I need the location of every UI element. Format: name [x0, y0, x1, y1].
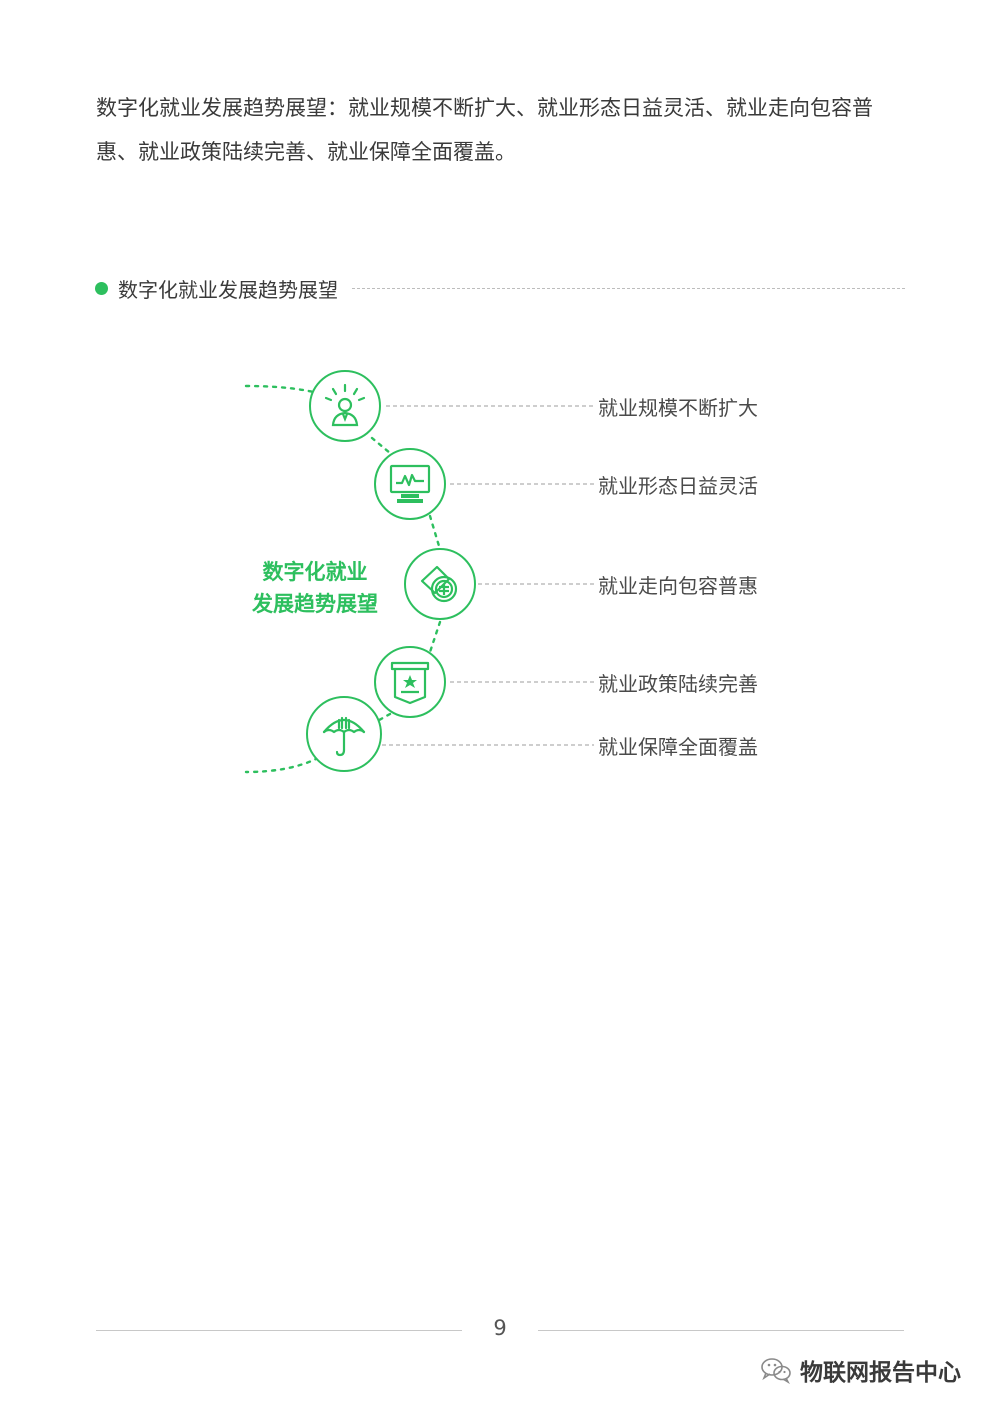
diagram-connectors [244, 384, 594, 774]
item-label-5: 就业保障全面覆盖 [598, 735, 758, 759]
money-coin-icon [404, 548, 476, 620]
monitor-chart-icon [374, 448, 446, 520]
section-title: 数字化就业发展趋势展望 [118, 277, 338, 302]
diagram-center-title: 数字化就业 发展趋势展望 [232, 556, 398, 620]
policy-board-star-icon [374, 646, 446, 718]
page-number: 9 [493, 1316, 507, 1340]
wechat-icon [761, 1358, 791, 1384]
bullet-dot-icon [95, 281, 108, 295]
item-label-4: 就业政策陆续完善 [598, 672, 758, 696]
watermark-text: 物联网报告中心 [800, 1360, 961, 1386]
section-header: 数字化就业发展趋势展望 [95, 268, 905, 308]
center-title-line-2: 发展趋势展望 [252, 592, 378, 616]
footer-divider-right [538, 1330, 904, 1331]
item-label-3: 就业走向包容普惠 [598, 574, 758, 598]
footer-divider-left [96, 1330, 462, 1331]
intro-paragraph: 数字化就业发展趋势展望：就业规模不断扩大、就业形态日益灵活、就业走向包容普惠、就… [96, 96, 873, 164]
item-label-2: 就业形态日益灵活 [598, 474, 758, 498]
item-label-1: 就业规模不断扩大 [598, 396, 758, 420]
person-spotlight-icon [309, 370, 381, 442]
umbrella-icon [306, 696, 382, 772]
section-dashed-divider [352, 287, 905, 289]
center-title-line-1: 数字化就业 [262, 560, 368, 584]
trend-diagram: 就业规模不断扩大 就业形态日益灵活 就业走向包容普惠 [0, 360, 1000, 800]
watermark: 物联网报告中心 [760, 1352, 961, 1388]
arc-bottom-segment [244, 756, 320, 774]
arc-connector-3 [428, 620, 442, 654]
